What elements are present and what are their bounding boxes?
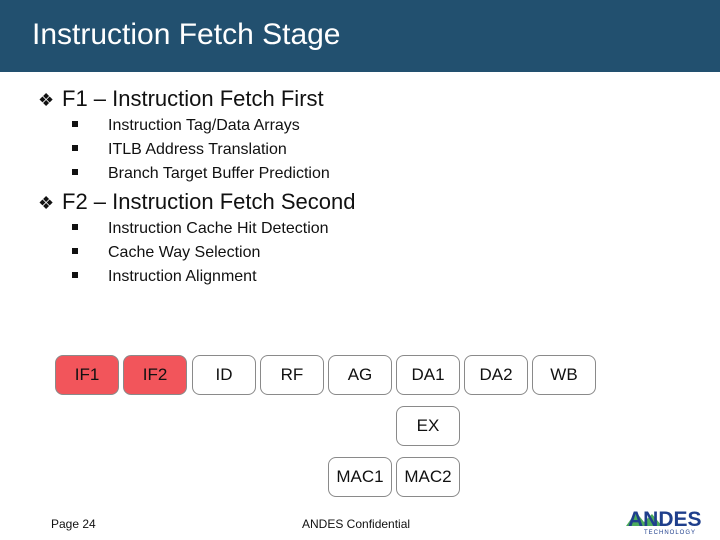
page-number: Page 24 [51, 517, 96, 531]
section-heading: F1 – Instruction Fetch First [62, 86, 324, 111]
stage-ex: EX [396, 406, 460, 446]
title-bar: Instruction Fetch Stage [0, 0, 720, 72]
diamond-bullet-icon: ❖ [38, 193, 55, 213]
stage-wb: WB [532, 355, 596, 395]
section-f2-heading: ❖ F2 – Instruction Fetch Second [38, 189, 356, 215]
bullet-text: Cache Way Selection [108, 244, 261, 261]
bullet-text: Instruction Alignment [108, 268, 257, 285]
stage-ag: AG [328, 355, 392, 395]
list-item: Instruction Cache Hit Detection [72, 220, 329, 238]
bullet-text: Instruction Tag/Data Arrays [108, 117, 300, 134]
square-bullet-icon [72, 144, 78, 151]
stage-rf: RF [260, 355, 324, 395]
square-bullet-icon [72, 223, 78, 230]
square-bullet-icon [72, 247, 78, 254]
section-heading: F2 – Instruction Fetch Second [62, 189, 356, 214]
list-item: Cache Way Selection [72, 244, 260, 262]
logo-mountain-icon [626, 512, 662, 526]
diamond-bullet-icon: ❖ [38, 90, 55, 110]
andes-logo: ANDES TECHNOLOGY [622, 508, 702, 538]
bullet-text: Instruction Cache Hit Detection [108, 220, 329, 237]
section-f1-heading: ❖ F1 – Instruction Fetch First [38, 86, 324, 112]
stage-if2: IF2 [123, 355, 187, 395]
list-item: ITLB Address Translation [72, 141, 287, 159]
list-item: Instruction Alignment [72, 268, 257, 286]
logo-subtext: TECHNOLOGY [644, 530, 697, 536]
stage-mac2: MAC2 [396, 457, 460, 497]
stage-if1: IF1 [55, 355, 119, 395]
square-bullet-icon [72, 271, 78, 278]
stage-da1: DA1 [396, 355, 460, 395]
stage-da2: DA2 [464, 355, 528, 395]
confidential-label: ANDES Confidential [302, 517, 411, 531]
stage-id: ID [192, 355, 256, 395]
square-bullet-icon [72, 168, 78, 175]
logo-text: ANDES [628, 508, 702, 531]
stage-mac1: MAC1 [328, 457, 392, 497]
slide-title: Instruction Fetch Stage [32, 18, 341, 51]
square-bullet-icon [72, 120, 78, 127]
bullet-text: ITLB Address Translation [108, 141, 287, 158]
list-item: Instruction Tag/Data Arrays [72, 117, 300, 135]
bullet-text: Branch Target Buffer Prediction [108, 165, 330, 182]
list-item: Branch Target Buffer Prediction [72, 165, 330, 183]
